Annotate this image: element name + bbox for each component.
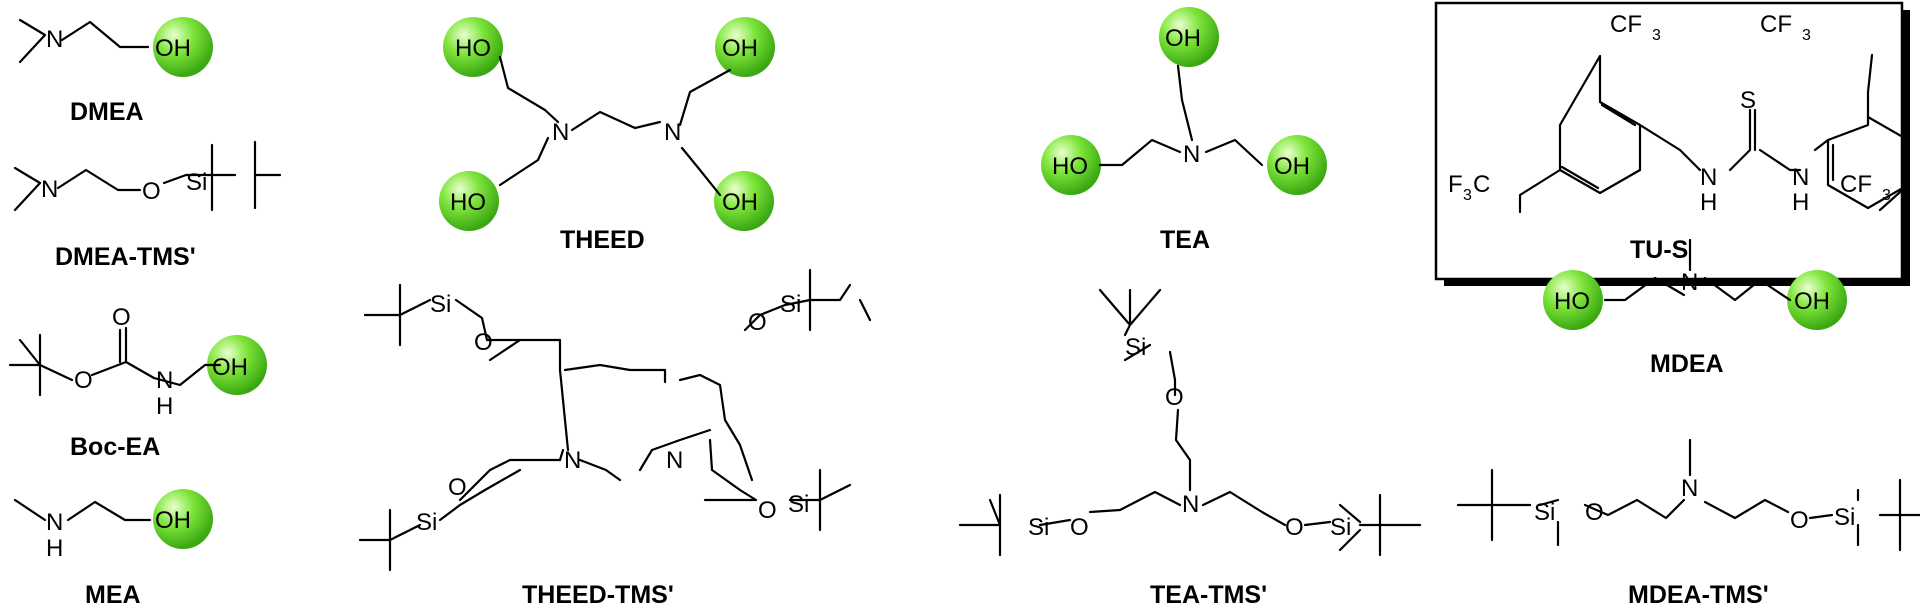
hydroxyl-highlight [714, 171, 774, 231]
hydroxyl-highlight [207, 335, 267, 395]
atom-oh: OH [1165, 25, 1201, 52]
atom-n: N [1182, 491, 1199, 518]
hydroxyl-highlight [153, 17, 213, 77]
subscript-3: 3 [1882, 187, 1891, 204]
atom-n: N [41, 176, 58, 203]
atom-ho: HO [1554, 288, 1590, 315]
compound-label: DMEA-TMS' [55, 243, 196, 271]
atom-o: O [1165, 384, 1184, 411]
compound-label: TU-S [1630, 236, 1688, 264]
atom-ho: HO [450, 189, 486, 216]
atom-o: O [112, 304, 131, 331]
atom-s: S [1740, 87, 1756, 114]
atom-h: H [46, 535, 63, 562]
atom-cf: CF [1610, 11, 1642, 38]
atom-n: N [156, 367, 173, 394]
subscript-3: 3 [1463, 187, 1472, 204]
compound-label: THEED [560, 226, 645, 254]
atom-oh: OH [722, 189, 758, 216]
compound-label: MDEA [1650, 350, 1724, 378]
atom-o: O [1070, 514, 1089, 541]
compound-theed-tms: Si O N N O Si O Si O Si THEED-TMS' [358, 268, 872, 609]
atom-n: N [46, 26, 63, 53]
subscript-3: 3 [1802, 27, 1811, 44]
atom-si: Si [1834, 504, 1855, 531]
atom-si: Si [186, 169, 207, 196]
hydroxyl-highlight [1041, 135, 1101, 195]
atom-o: O [1790, 507, 1809, 534]
atom-o: O [142, 178, 161, 205]
compound-label: Boc-EA [70, 433, 160, 461]
atom-h: H [1700, 189, 1717, 216]
atom-h: H [156, 393, 173, 420]
atom-oh: OH [1794, 288, 1830, 315]
atom-o: O [1285, 514, 1304, 541]
compound-label: TEA-TMS' [1150, 581, 1267, 609]
atom-ho: HO [1052, 153, 1088, 180]
hydroxyl-highlight [1543, 270, 1603, 330]
atom-o: O [74, 367, 93, 394]
compound-label: MDEA-TMS' [1628, 581, 1769, 609]
hydroxyl-highlight [715, 17, 775, 77]
hydroxyl-highlight [439, 171, 499, 231]
atom-o: O [474, 329, 493, 356]
compound-label: MEA [85, 581, 141, 609]
atom-h: H [1792, 189, 1809, 216]
compound-label: TEA [1160, 226, 1210, 254]
atom-si: Si [416, 509, 437, 536]
atom-n: N [1700, 164, 1717, 191]
hydroxyl-highlight [443, 17, 503, 77]
atom-f: F [1448, 171, 1463, 198]
atom-n: N [564, 447, 581, 474]
subscript-3: 3 [1652, 27, 1661, 44]
atom-o: O [1585, 499, 1604, 526]
atom-oh: OH [155, 507, 191, 534]
atom-n: N [1792, 164, 1809, 191]
atom-n: N [46, 509, 63, 536]
hydroxyl-highlight [153, 489, 213, 549]
atom-si: Si [1330, 514, 1351, 541]
compound-tu-s: CF 3 CF 3 S N H N H F 3 C CF 3 TU-S [1434, 1, 1910, 286]
tu-s-frame [1434, 1, 1904, 281]
atom-o: O [448, 474, 467, 501]
atom-cf: CF [1840, 171, 1872, 198]
atom-oh: OH [155, 35, 191, 62]
atom-si: Si [780, 291, 801, 318]
compound-mdea: HO N OH MDEA [1543, 238, 1847, 378]
atom-n: N [664, 119, 681, 146]
hydroxyl-highlight [1787, 270, 1847, 330]
compound-label: DMEA [70, 98, 144, 126]
atom-o: O [748, 309, 767, 336]
hydroxyl-highlight [1267, 135, 1327, 195]
compound-tea-tms: Si O N O Si O Si TEA-TMS' [958, 288, 1422, 609]
atom-oh: OH [212, 354, 248, 381]
atom-n: N [1681, 269, 1698, 296]
atom-si: Si [430, 291, 451, 318]
atom-si: Si [1028, 514, 1049, 541]
compound-label: THEED-TMS' [522, 581, 674, 609]
compound-tea: OH N HO OH TEA [1041, 7, 1327, 254]
atom-c: C [1473, 171, 1490, 198]
compound-dmea: N OH DMEA [18, 17, 213, 126]
compound-theed: HO OH N N HO OH THEED [439, 17, 775, 254]
compound-boc-ea: O O N H OH Boc-EA [8, 304, 267, 461]
atom-si: Si [1534, 499, 1555, 526]
compound-mdea-tms: Si O N O Si MDEA-TMS' [1456, 438, 1920, 609]
atom-ho: HO [455, 35, 491, 62]
atom-n: N [1183, 141, 1200, 168]
atom-si: Si [788, 491, 809, 518]
atom-n: N [666, 447, 683, 474]
atom-cf: CF [1760, 11, 1792, 38]
atom-oh: OH [722, 35, 758, 62]
atom-o: O [758, 497, 777, 524]
atom-n: N [1681, 475, 1698, 502]
compound-dmea-tms: N O Si DMEA-TMS' [13, 140, 282, 271]
atom-oh: OH [1274, 153, 1310, 180]
atom-si: Si [1125, 334, 1146, 361]
compound-mea: N H OH MEA [13, 489, 213, 609]
atom-n: N [552, 119, 569, 146]
hydroxyl-highlight [1159, 7, 1219, 67]
